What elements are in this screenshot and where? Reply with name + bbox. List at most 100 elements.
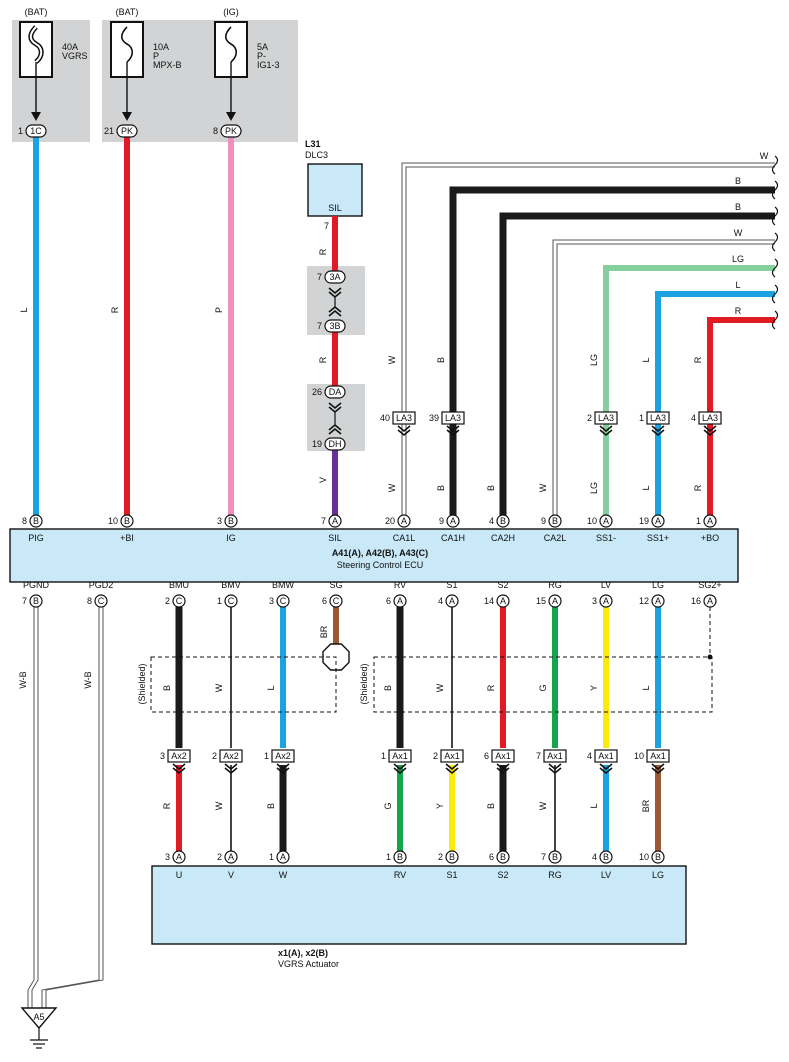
junction-1-top-connector-id: 3A xyxy=(329,272,340,282)
ecu-bottom-terminal-pin: 3 xyxy=(269,596,274,606)
ecu-top-terminal xyxy=(703,514,717,528)
ax-chevron-icon xyxy=(224,763,238,775)
ecu-top-terminal-pin: 1 xyxy=(696,516,701,526)
ecu-top-terminal-pin: 9 xyxy=(439,516,444,526)
break-mark-icon xyxy=(771,258,779,278)
actuator-terminal xyxy=(393,850,407,864)
ecu-top-terminal-connector: B xyxy=(228,516,234,526)
wire-color-label: W xyxy=(387,483,397,492)
ecu-bottom-terminal-pin: 6 xyxy=(386,596,391,606)
actuator-terminal-name: U xyxy=(176,870,183,880)
ecu-terminal-name: SIL xyxy=(328,533,342,543)
fuse-rating-label: P xyxy=(153,51,159,61)
power-source-connector-pin: 1 xyxy=(18,126,23,136)
harness-wire-label: LG xyxy=(732,254,744,264)
actuator-terminal-name: LV xyxy=(601,870,611,880)
actuator-terminal-name: LG xyxy=(652,870,664,880)
ax-connector-pin: 2 xyxy=(433,751,438,761)
actuator-terminal-connector: A xyxy=(176,852,182,862)
harness-wire-label: W xyxy=(760,151,769,161)
wire-color-label: B xyxy=(436,357,446,363)
ground-label: A5 xyxy=(33,1012,44,1022)
harness-connector-connector-id: LA3 xyxy=(598,413,614,423)
actuator-terminal-connector: B xyxy=(449,852,455,862)
power-source-connector-pin: 8 xyxy=(213,126,218,136)
ecu-bottom-terminal-connector: A xyxy=(655,596,661,606)
ecu-bottom-terminal xyxy=(599,594,613,608)
junction-2-bottom-connector-id: DH xyxy=(329,439,342,449)
actuator-terminal-pin: 2 xyxy=(217,852,222,862)
ecu-bottom-terminal-pin: 1 xyxy=(217,596,222,606)
power-source-connector-id: 1C xyxy=(30,126,42,136)
power-source-label: (BAT) xyxy=(116,7,139,17)
ax-chevron-icon xyxy=(445,763,459,775)
wire-color-label: LG xyxy=(589,482,599,494)
ecu-bottom-terminal xyxy=(393,594,407,608)
ecu-top-terminal-pin: 10 xyxy=(108,516,118,526)
ecu-terminal-name: CA1H xyxy=(441,533,465,543)
ecu-terminal-name: +BO xyxy=(701,533,719,543)
ax-connector xyxy=(388,749,412,763)
ax-chevron-icon xyxy=(548,763,562,775)
ax-connector-pin: 2 xyxy=(212,751,217,761)
ecu-bottom-terminal-pin: 16 xyxy=(691,596,701,606)
ecu-bottom-terminal-connector: A xyxy=(552,596,558,606)
wire-color-label: LG xyxy=(589,354,599,366)
ax-connector-pin: 1 xyxy=(381,751,386,761)
ecu-top-terminal xyxy=(446,514,460,528)
ecu-top-terminal-connector: A xyxy=(603,516,609,526)
harness-connector-chevron-icon xyxy=(651,425,665,437)
actuator-terminal-pin: 7 xyxy=(541,852,546,862)
actuator-terminal-connector: B xyxy=(603,852,609,862)
ecu-bottom-terminal-connector: C xyxy=(98,596,105,606)
ax-connector-id: Ax1 xyxy=(547,751,563,761)
ax-chevron-icon xyxy=(276,763,290,775)
wire-color-label: R xyxy=(110,306,120,313)
ecu-bottom-terminal xyxy=(29,594,43,608)
actuator-terminal xyxy=(548,850,562,864)
wire-color-label: L xyxy=(589,803,599,808)
wire-color-label: G xyxy=(538,684,548,691)
ecu-top-terminal xyxy=(397,514,411,528)
harness-connector-connector xyxy=(594,411,618,425)
fuse-icon xyxy=(120,26,134,63)
ecu-bottom-terminal-pin: 7 xyxy=(22,596,27,606)
shield-label: (Shielded) xyxy=(359,663,369,704)
ecu-top-terminal-connector: A xyxy=(332,516,338,526)
ecu-bottom-terminal xyxy=(224,594,238,608)
vgrs-actuator-box xyxy=(151,865,687,945)
break-mark-icon xyxy=(771,206,779,226)
ax-chevron-icon xyxy=(172,763,186,775)
ax-connector xyxy=(491,749,515,763)
junction-1-top-connector xyxy=(324,270,346,284)
junction-1-bottom-connector-id: 3B xyxy=(329,321,340,331)
dlc3-name: DLC3 xyxy=(305,150,328,160)
ecu-top-terminal xyxy=(651,514,665,528)
actuator-terminal-pin: 1 xyxy=(269,852,274,862)
junction-2-bottom-connector-pin: 19 xyxy=(312,439,322,449)
power-source-connector xyxy=(220,124,242,138)
ax-connector-id: Ax1 xyxy=(495,751,511,761)
ground-wire xyxy=(27,607,39,1008)
ax-connector-id: Ax2 xyxy=(223,751,239,761)
ecu-top-terminal xyxy=(224,514,238,528)
ax-connector-id: Ax2 xyxy=(275,751,291,761)
ecu-bottom-terminal xyxy=(329,594,343,608)
wires-layer xyxy=(27,131,775,1008)
ecu-terminal-name: PGND xyxy=(23,580,50,590)
wire-color-label: R xyxy=(318,356,328,363)
dlc3-id: L31 xyxy=(305,139,321,149)
ax-chevron-icon xyxy=(393,763,407,775)
harness-connector-chevron-icon xyxy=(446,425,460,437)
ecu-bottom-terminal-pin: 6 xyxy=(322,596,327,606)
power-source-connector xyxy=(116,124,138,138)
harness-connector-connector-pin: 2 xyxy=(587,413,592,423)
actuator-terminal-connector: B xyxy=(552,852,558,862)
ecu-top-terminal xyxy=(496,514,510,528)
ecu-bottom-terminal-connector: A xyxy=(707,596,713,606)
wire-color-label: G xyxy=(383,802,393,809)
ax-connector xyxy=(543,749,567,763)
actuator-terminal-name: RV xyxy=(394,870,406,880)
junction-1-top-connector-pin: 7 xyxy=(317,272,322,282)
ecu-top-terminal-connector: A xyxy=(450,516,456,526)
